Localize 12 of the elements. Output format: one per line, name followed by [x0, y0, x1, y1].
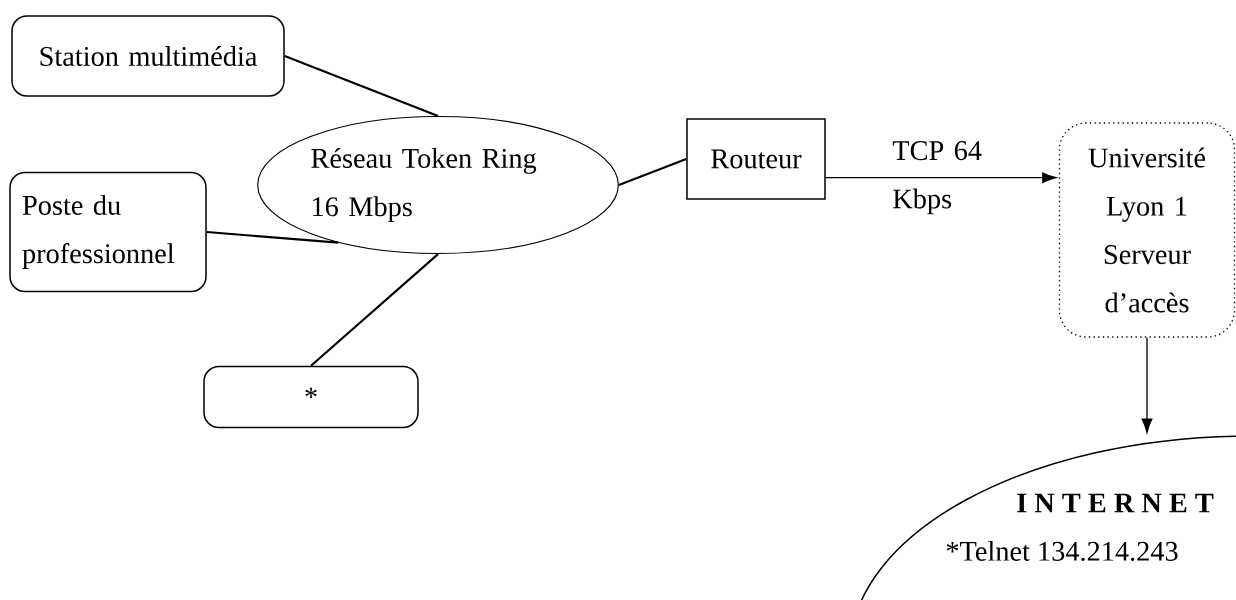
connector-line	[618, 158, 687, 186]
connector-line	[1141, 337, 1153, 433]
server-box: Université Lyon 1 Serveur d’accès	[1058, 122, 1236, 338]
connector-line	[284, 55, 439, 117]
connector-line	[206, 230, 339, 244]
router-box: Routeur	[686, 118, 826, 200]
device-box: Station multimédia	[11, 15, 285, 97]
device-box: Poste du professionnel	[9, 171, 207, 293]
edge-label: TCP 64 Kbps	[892, 141, 982, 215]
device-box: *	[203, 365, 419, 429]
connector-line	[825, 172, 1057, 184]
connector-line	[310, 253, 439, 367]
